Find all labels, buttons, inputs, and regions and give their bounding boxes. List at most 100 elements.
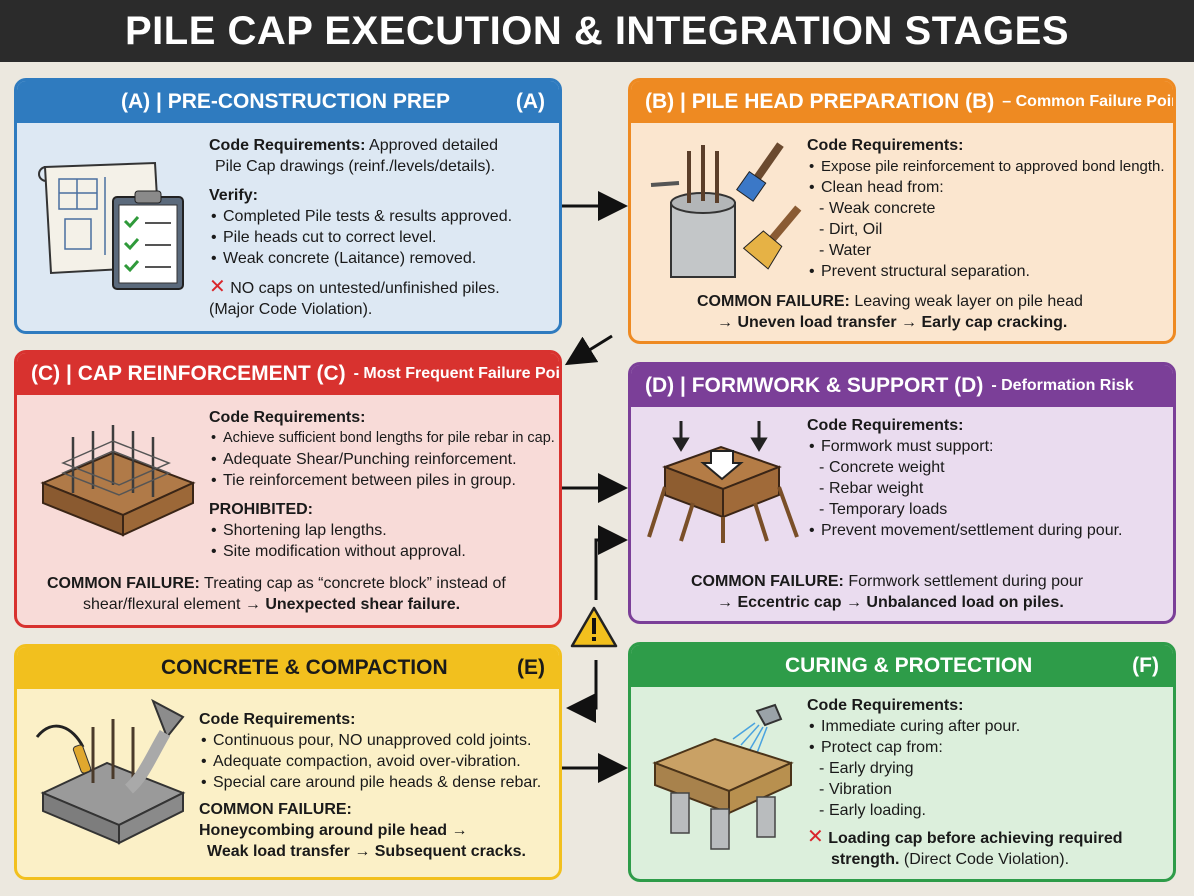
panel-f-list: Immediate curing after pour. Protect cap… bbox=[807, 716, 1172, 821]
formwork-support-icon bbox=[647, 421, 799, 543]
panel-a-pre-construction: (A) | PRE-CONSTRUCTION PREP (A) Code Req… bbox=[14, 78, 562, 334]
list-item: Weak concrete (Laitance) removed. bbox=[209, 248, 554, 269]
panel-e-text: Code Requirements: Continuous pour, NO u… bbox=[199, 709, 559, 862]
page-title: PILE CAP EXECUTION & INTEGRATION STAGES bbox=[124, 8, 1070, 53]
panel-a-title: (A) | PRE-CONSTRUCTION PREP bbox=[121, 90, 451, 113]
list-item: Special care around pile heads & dense r… bbox=[199, 772, 559, 793]
list-item: Formwork must support: bbox=[807, 436, 1172, 457]
x-mark-icon: ✕ bbox=[807, 826, 824, 848]
panel-a-code-label: Code Requirements: bbox=[209, 137, 366, 154]
panel-a-violation-1: NO caps on untested/unfinished piles. bbox=[230, 280, 500, 297]
panel-d-subtitle: - Deformation Risk bbox=[991, 377, 1134, 394]
panel-c-code-label: Code Requirements: bbox=[209, 409, 366, 426]
panel-b-pile-head: (B) | PILE HEAD PREPARATION (B) – Common… bbox=[628, 78, 1176, 344]
panel-b-header: (B) | PILE HEAD PREPARATION (B) – Common… bbox=[631, 81, 1173, 123]
panel-c-reinforcement: (C) | CAP REINFORCEMENT (C) - Most Frequ… bbox=[14, 350, 562, 628]
list-item: Pile heads cut to correct level. bbox=[209, 227, 554, 248]
panel-d-text: Code Requirements: Formwork must support… bbox=[807, 415, 1172, 541]
list-item: Early loading. bbox=[807, 800, 1172, 821]
panel-a-text: Code Requirements: Approved detailed Pil… bbox=[209, 135, 554, 320]
panel-c-prohibited-list: Shortening lap lengths. Site modificatio… bbox=[209, 520, 559, 562]
panel-a-code-text-2: Pile Cap drawings (reinf./levels/details… bbox=[215, 158, 496, 175]
panel-f-title: CURING & PROTECTION bbox=[785, 654, 1033, 677]
list-item: Continuous pour, NO unapproved cold join… bbox=[199, 730, 559, 751]
panel-f-violation-2-rest: (Direct Code Violation). bbox=[903, 851, 1070, 868]
panel-c-failure-chain: → Unexpected shear failure. bbox=[244, 596, 461, 613]
panel-e-failure-line1: Honeycombing around pile head → bbox=[199, 822, 468, 839]
panel-c-list: Achieve sufficient bond lengths for pile… bbox=[209, 428, 559, 491]
panel-f-violation-1: Loading cap before achieving required bbox=[828, 830, 1123, 847]
list-item: Prevent structural separation. bbox=[807, 261, 1172, 282]
panel-d-failure-text: Formwork settlement during pour bbox=[848, 573, 1084, 590]
panel-c-failure: COMMON FAILURE: Treating cap as “concret… bbox=[47, 573, 557, 615]
list-item: Completed Pile tests & results approved. bbox=[209, 206, 554, 227]
panel-d-failure: COMMON FAILURE: Formwork settlement duri… bbox=[691, 571, 1171, 613]
list-item: Site modification without approval. bbox=[209, 541, 559, 562]
panel-c-text: Code Requirements: Achieve sufficient bo… bbox=[209, 407, 559, 562]
list-item: Weak concrete bbox=[807, 198, 1172, 219]
list-item: Tie reinforcement between piles in group… bbox=[209, 470, 559, 491]
list-item: Prevent movement/settlement during pour. bbox=[807, 520, 1172, 541]
panel-c-subtitle: - Most Frequent Failure Point bbox=[353, 365, 562, 382]
list-item: Water bbox=[807, 240, 1172, 261]
list-item: Vibration bbox=[807, 779, 1172, 800]
panel-a-header: (A) | PRE-CONSTRUCTION PREP (A) bbox=[17, 81, 559, 123]
list-item: Concrete weight bbox=[807, 457, 1172, 478]
panel-e-code-label: Code Requirements: bbox=[199, 711, 356, 728]
panel-c-failure-text: Treating cap as “concrete block” instead… bbox=[204, 575, 506, 592]
concrete-pour-icon bbox=[35, 698, 186, 845]
panel-d-failure-chain: → Eccentric cap → Unbalanced load on pil… bbox=[717, 594, 1064, 611]
panel-c-header: (C) | CAP REINFORCEMENT (C) - Most Frequ… bbox=[17, 353, 559, 395]
panel-e-concrete: CONCRETE & COMPACTION (E) Code Requireme… bbox=[14, 644, 562, 880]
list-item: Immediate curing after pour. bbox=[807, 716, 1172, 737]
panel-e-list: Continuous pour, NO unapproved cold join… bbox=[199, 730, 559, 793]
panel-c-failure-text2: shear/flexural element bbox=[83, 596, 241, 613]
curing-cover-icon bbox=[652, 703, 794, 850]
panel-e-tag: (E) bbox=[517, 656, 545, 679]
panel-c-failure-label: COMMON FAILURE: bbox=[47, 575, 200, 592]
panel-d-formwork: (D) | FORMWORK & SUPPORT (D) - Deformati… bbox=[628, 362, 1176, 624]
panel-f-tag: (F) bbox=[1132, 654, 1159, 677]
panel-a-tag: (A) bbox=[515, 90, 545, 113]
panel-a-verify-label: Verify: bbox=[209, 187, 258, 204]
panel-f-violation-2-bold: strength. bbox=[831, 851, 900, 868]
panel-b-failure-text: Leaving weak layer on pile head bbox=[854, 293, 1083, 310]
panel-b-code-label: Code Requirements: bbox=[807, 137, 964, 154]
panel-a-verify-list: Completed Pile tests & results approved.… bbox=[209, 206, 554, 269]
panel-b-subtitle: – Common Failure Point bbox=[1002, 93, 1176, 110]
panel-f-curing: CURING & PROTECTION (F) Code Requirement… bbox=[628, 642, 1176, 882]
panel-d-header: (D) | FORMWORK & SUPPORT (D) - Deformati… bbox=[631, 365, 1173, 407]
panel-c-title: (C) | CAP REINFORCEMENT (C) bbox=[31, 362, 346, 385]
title-bar: PILE CAP EXECUTION & INTEGRATION STAGES bbox=[0, 0, 1194, 62]
x-mark-icon: ✕ bbox=[209, 276, 226, 298]
panel-b-failure-chain: → Uneven load transfer → Early cap crack… bbox=[717, 314, 1068, 331]
list-item: Shortening lap lengths. bbox=[209, 520, 559, 541]
panel-e-title: CONCRETE & COMPACTION bbox=[161, 656, 448, 679]
drawings-clipboard-icon bbox=[38, 161, 184, 290]
panel-f-header: CURING & PROTECTION (F) bbox=[631, 645, 1173, 687]
panel-b-failure: COMMON FAILURE: Leaving weak layer on pi… bbox=[697, 291, 1167, 333]
pile-head-brush-icon bbox=[650, 142, 802, 278]
panel-a-code-text-1: Approved detailed bbox=[369, 137, 499, 154]
panel-b-title: (B) | PILE HEAD PREPARATION (B) bbox=[645, 90, 995, 113]
list-item: Rebar weight bbox=[807, 478, 1172, 499]
panel-b-list: Expose pile reinforcement to approved bo… bbox=[807, 156, 1172, 282]
panel-b-failure-label: COMMON FAILURE: bbox=[697, 293, 850, 310]
panel-d-code-label: Code Requirements: bbox=[807, 417, 964, 434]
arrow-b-to-c bbox=[564, 334, 613, 366]
panel-b-text: Code Requirements: Expose pile reinforce… bbox=[807, 135, 1172, 282]
list-item: Dirt, Oil bbox=[807, 219, 1172, 240]
list-item: Early drying bbox=[807, 758, 1172, 779]
panel-f-text: Code Requirements: Immediate curing afte… bbox=[807, 695, 1172, 870]
warning-icon bbox=[570, 606, 618, 648]
panel-d-list: Formwork must support: Concrete weight R… bbox=[807, 436, 1172, 541]
list-item: Clean head from: bbox=[807, 177, 1172, 198]
panel-e-failure-label: COMMON FAILURE: bbox=[199, 801, 352, 818]
panel-a-violation-2: (Major Code Violation). bbox=[209, 301, 373, 318]
panel-f-code-label: Code Requirements: bbox=[807, 697, 964, 714]
list-item: Adequate compaction, avoid over-vibratio… bbox=[199, 751, 559, 772]
list-item: Protect cap from: bbox=[807, 737, 1172, 758]
arrow-d-to-e bbox=[566, 660, 598, 723]
panel-d-title: (D) | FORMWORK & SUPPORT (D) bbox=[645, 374, 984, 397]
list-item: Expose pile reinforcement to approved bo… bbox=[807, 156, 1172, 177]
